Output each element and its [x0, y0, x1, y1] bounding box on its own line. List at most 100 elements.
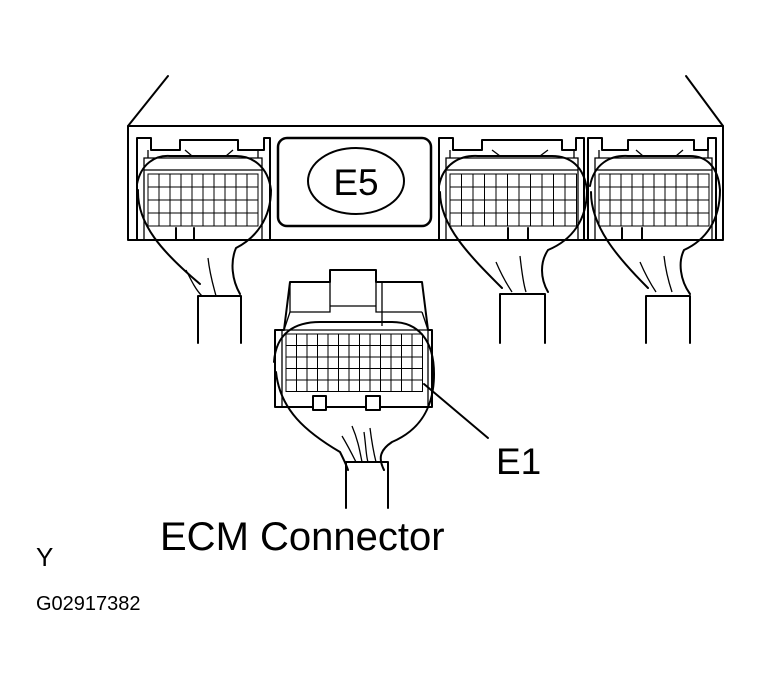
terminal-cell [495, 212, 508, 227]
terminal-cell [472, 186, 485, 201]
terminal-cell [620, 173, 633, 188]
terminal-cell [653, 212, 666, 227]
terminal-cell [191, 199, 204, 214]
terminal-cell [158, 186, 171, 201]
terminal-cell [631, 186, 644, 201]
terminal-cell [642, 186, 655, 201]
terminal-cell [541, 186, 554, 201]
terminal-cell [449, 199, 462, 214]
terminal-cell [697, 186, 710, 201]
terminal-cell [461, 173, 474, 188]
terminal-cell [507, 212, 520, 227]
terminal-cell [686, 199, 699, 214]
terminal-cell [642, 173, 655, 188]
terminal-cell [213, 173, 226, 188]
terminal-grid [147, 173, 259, 227]
terminal-cell [202, 186, 215, 201]
terminal-cell [664, 173, 677, 188]
terminal-cell [553, 212, 566, 227]
terminal-cell [686, 186, 699, 201]
terminal-cell [169, 212, 182, 227]
terminal-cell [664, 199, 677, 214]
ecm-connector-right [587, 137, 721, 344]
terminal-cell [686, 173, 699, 188]
terminal-cell [180, 199, 193, 214]
terminal-cell [191, 212, 204, 227]
e1-label: E1 [496, 441, 541, 482]
terminal-cell [235, 212, 248, 227]
terminal-cell [191, 186, 204, 201]
terminal-cell [553, 186, 566, 201]
e1-pointer: E1 [423, 383, 541, 482]
terminal-cell [518, 212, 531, 227]
terminal-cell [541, 199, 554, 214]
terminal-cell [631, 173, 644, 188]
terminal-cell [495, 186, 508, 201]
terminal-cell [213, 199, 226, 214]
terminal-cell [461, 199, 474, 214]
terminal-cell [620, 212, 633, 227]
terminal-cell [697, 199, 710, 214]
terminal-cell [609, 186, 622, 201]
terminal-cell [530, 186, 543, 201]
terminal-cell [411, 379, 423, 392]
terminal-cell [246, 212, 259, 227]
terminal-cell [653, 186, 666, 201]
terminal-cell [180, 186, 193, 201]
ecm-connector-center-right [438, 137, 588, 344]
terminal-cell [495, 173, 508, 188]
terminal-cell [609, 173, 622, 188]
terminal-cell [631, 212, 644, 227]
terminal-cell [158, 173, 171, 188]
terminal-cell [484, 199, 497, 214]
terminal-cell [598, 186, 611, 201]
terminal-cell [675, 199, 688, 214]
terminal-cell [202, 199, 215, 214]
terminal-cell [484, 212, 497, 227]
terminal-cell [598, 212, 611, 227]
e5-label: E5 [333, 162, 378, 203]
terminal-cell [564, 186, 577, 201]
terminal-cell [507, 173, 520, 188]
terminal-cell [158, 212, 171, 227]
terminal-cell [224, 186, 237, 201]
terminal-cell [609, 199, 622, 214]
terminal-cell [664, 212, 677, 227]
terminal-cell [697, 173, 710, 188]
terminal-cell [235, 186, 248, 201]
terminal-cell [507, 199, 520, 214]
terminal-cell [224, 173, 237, 188]
terminal-cell [598, 173, 611, 188]
terminal-cell [495, 199, 508, 214]
terminal-grid [598, 173, 710, 227]
terminal-cell [541, 173, 554, 188]
terminal-cell [461, 186, 474, 201]
terminal-cell [564, 212, 577, 227]
terminal-cell [147, 173, 160, 188]
diagram-caption: ECM Connector [160, 515, 445, 559]
terminal-cell [530, 212, 543, 227]
terminal-cell [213, 186, 226, 201]
terminal-cell [169, 186, 182, 201]
terminal-cell [564, 199, 577, 214]
terminal-cell [675, 186, 688, 201]
terminal-cell [472, 199, 485, 214]
terminal-cell [169, 173, 182, 188]
terminal-cell [235, 199, 248, 214]
ecm-connector-left [136, 137, 272, 344]
terminal-cell [620, 199, 633, 214]
terminal-cell [224, 199, 237, 214]
terminal-cell [530, 173, 543, 188]
terminal-cell [530, 199, 543, 214]
terminal-cell [246, 173, 259, 188]
terminal-cell [246, 186, 259, 201]
terminal-cell [449, 212, 462, 227]
terminal-cell [518, 199, 531, 214]
ecm-housing [127, 75, 724, 241]
terminal-cell [461, 212, 474, 227]
terminal-cell [147, 212, 160, 227]
terminal-cell [449, 173, 462, 188]
terminal-cell [472, 212, 485, 227]
terminal-cell [631, 199, 644, 214]
